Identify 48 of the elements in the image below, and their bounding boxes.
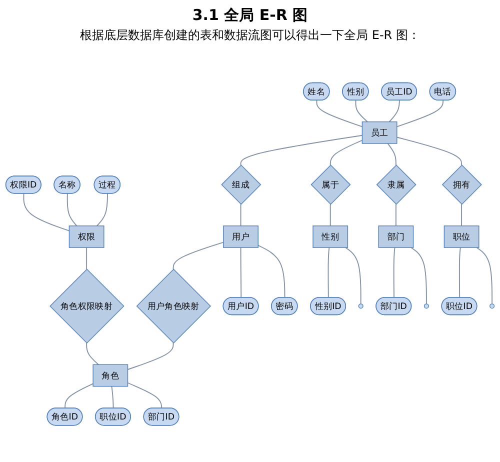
connector bbox=[86, 342, 99, 366]
node-box: 职位 bbox=[444, 225, 480, 248]
connector bbox=[396, 100, 444, 128]
connector bbox=[458, 247, 461, 298]
connector bbox=[258, 244, 286, 298]
connector bbox=[127, 342, 174, 370]
connector bbox=[355, 100, 368, 122]
connector bbox=[316, 100, 363, 128]
node-box: 角色 bbox=[92, 364, 128, 387]
connector bbox=[393, 247, 396, 298]
node-box: 性别 bbox=[312, 225, 348, 248]
node-ellipse bbox=[358, 304, 364, 309]
connector bbox=[127, 382, 162, 409]
intro-text: 根据底层数据库创建的表和数据流图可以得出一下全局 E-R 图： bbox=[80, 27, 420, 44]
node-box: 用户 bbox=[223, 225, 258, 248]
connector bbox=[240, 134, 363, 166]
connector bbox=[64, 383, 94, 409]
connector bbox=[240, 247, 242, 298]
connector bbox=[172, 242, 224, 270]
connector bbox=[396, 136, 462, 166]
connector bbox=[240, 204, 242, 226]
connector bbox=[345, 247, 362, 304]
connector bbox=[461, 204, 462, 226]
node-diamond: 角色权限映射 bbox=[50, 268, 124, 344]
connector bbox=[395, 204, 396, 226]
node-diamond: 用户角色映射 bbox=[136, 268, 212, 344]
node-diamond: 拥有 bbox=[442, 164, 482, 205]
connector bbox=[111, 386, 114, 409]
connector bbox=[23, 193, 70, 232]
connector bbox=[330, 204, 331, 226]
node-diamond: 组成 bbox=[221, 164, 262, 205]
connector bbox=[410, 247, 427, 304]
connector bbox=[328, 247, 330, 298]
connector bbox=[66, 193, 78, 226]
node-box: 员工 bbox=[362, 121, 398, 144]
connector bbox=[86, 247, 88, 270]
node-ellipse bbox=[424, 304, 429, 309]
connector bbox=[96, 193, 108, 226]
connector bbox=[388, 100, 400, 122]
connector bbox=[476, 247, 493, 304]
node-diamond: 属于 bbox=[310, 164, 351, 205]
heading: 3.1 全局 E-R 图 bbox=[192, 6, 308, 25]
node-diamond: 隶属 bbox=[376, 164, 416, 205]
node-ellipse bbox=[490, 304, 495, 309]
node-box: 权限 bbox=[68, 225, 104, 248]
connector bbox=[387, 142, 396, 166]
node-box: 部门 bbox=[378, 225, 414, 248]
connector bbox=[330, 140, 363, 166]
